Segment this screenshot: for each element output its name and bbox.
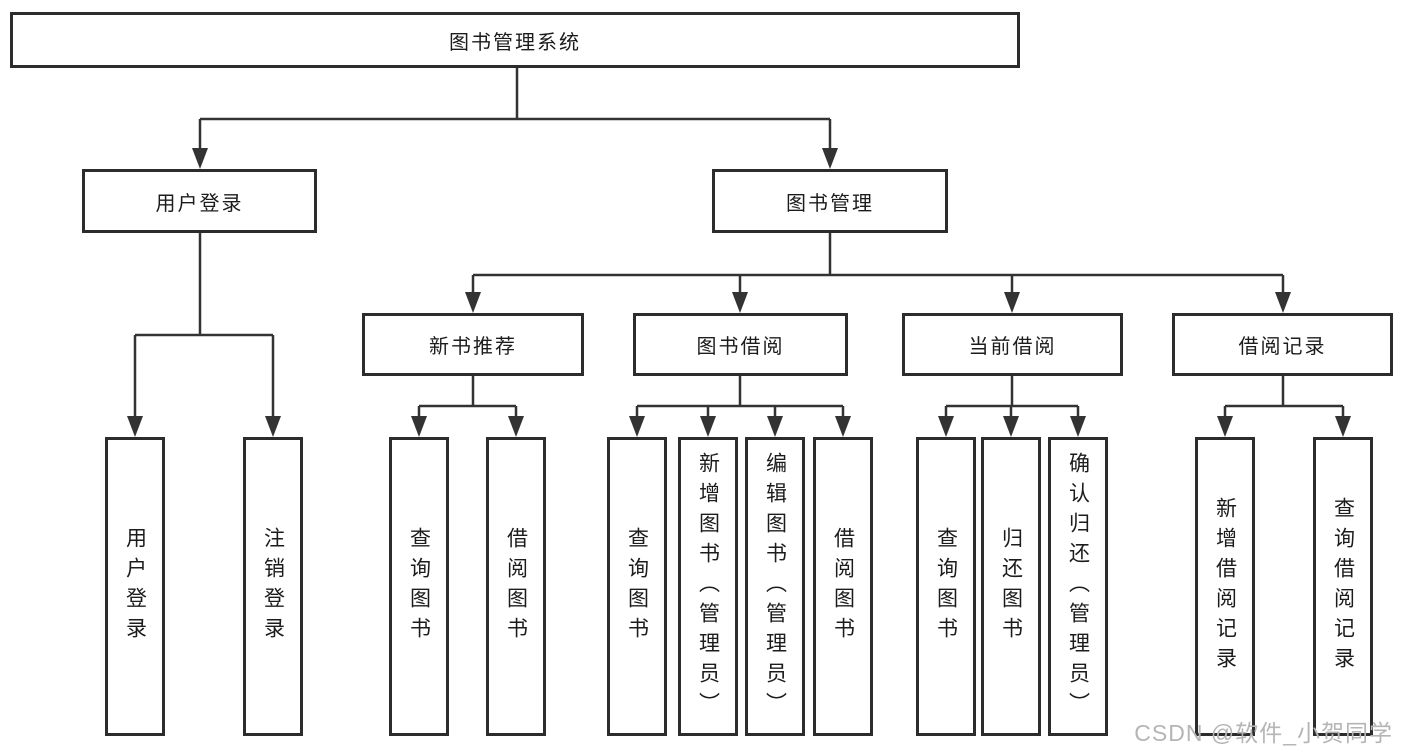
arrowhead <box>265 416 281 437</box>
node-label: 借阅图书 <box>831 526 855 647</box>
node-label: 归还图书 <box>999 526 1023 647</box>
arrowhead <box>1335 416 1351 437</box>
node-label: 借阅图书 <box>504 526 528 647</box>
node-label: 图书管理 <box>786 192 874 215</box>
connector-user-login <box>133 233 275 418</box>
arrowhead <box>629 416 645 437</box>
node-label: 查询借阅记录 <box>1331 496 1355 677</box>
node-label: 用户登录 <box>123 526 147 647</box>
arrowhead <box>1004 292 1020 313</box>
leaf-confirm-return-admin: 确认归还（管理员） <box>1048 437 1108 736</box>
arrowheads <box>127 148 1351 437</box>
connector-current <box>944 376 1080 418</box>
leaf-add-borrow-record: 新增借阅记录 <box>1195 437 1255 736</box>
node-book-management: 图书管理 <box>712 169 948 233</box>
arrowhead <box>192 148 208 169</box>
leaf-return-book: 归还图书 <box>981 437 1041 736</box>
node-label: 编辑图书（管理员） <box>763 451 787 722</box>
node-label: 图书借阅 <box>696 336 785 358</box>
connector-book-mgmt <box>471 233 1285 294</box>
arrowhead <box>822 148 838 169</box>
arrowhead <box>1003 416 1019 437</box>
arrowhead <box>508 416 524 437</box>
arrowhead <box>732 292 748 313</box>
arrowhead <box>767 416 783 437</box>
node-label: 图书管理系统 <box>449 31 581 54</box>
node-label: 查询图书 <box>934 526 958 647</box>
node-label: 查询图书 <box>625 526 649 647</box>
csdn-watermark: CSDN @软件_小贺同学 <box>1134 720 1393 746</box>
node-root-system: 图书管理系统 <box>10 12 1020 68</box>
node-label: 查询图书 <box>407 526 431 647</box>
connector-records <box>1223 376 1345 418</box>
arrowhead <box>700 416 716 437</box>
node-label: 借阅记录 <box>1238 336 1327 358</box>
node-label: 新增借阅记录 <box>1213 496 1237 677</box>
leaf-query-book-1: 查询图书 <box>389 437 449 736</box>
leaf-borrow-book-2: 借阅图书 <box>813 437 873 736</box>
node-label: 用户登录 <box>155 192 244 215</box>
node-label: 新书推荐 <box>429 336 517 358</box>
connector-new-book <box>417 376 518 418</box>
node-book-borrow: 图书借阅 <box>633 313 848 376</box>
arrowhead <box>465 292 481 313</box>
arrowhead <box>1217 416 1233 437</box>
arrowhead <box>1070 416 1086 437</box>
connector-root <box>198 68 832 150</box>
arrowhead <box>835 416 851 437</box>
node-new-book-recommend: 新书推荐 <box>362 313 584 376</box>
leaf-borrow-book-1: 借阅图书 <box>486 437 546 736</box>
leaf-edit-book-admin: 编辑图书（管理员） <box>745 437 805 736</box>
arrowhead <box>411 416 427 437</box>
node-label: 新增图书（管理员） <box>696 451 720 722</box>
leaf-user-login: 用户登录 <box>105 437 165 736</box>
leaf-add-book-admin: 新增图书（管理员） <box>678 437 738 736</box>
arrowhead <box>938 416 954 437</box>
arrowhead <box>127 416 143 437</box>
connector-borrow <box>635 376 845 418</box>
leaf-query-book-3: 查询图书 <box>916 437 976 736</box>
leaf-query-book-2: 查询图书 <box>607 437 667 736</box>
node-label: 当前借阅 <box>968 336 1057 358</box>
arrowhead <box>1275 292 1291 313</box>
node-current-borrow: 当前借阅 <box>902 313 1123 376</box>
node-label: 确认归还（管理员） <box>1066 451 1090 722</box>
leaf-logout: 注销登录 <box>243 437 303 736</box>
node-borrow-records: 借阅记录 <box>1172 313 1393 376</box>
leaf-query-borrow-record: 查询借阅记录 <box>1313 437 1373 736</box>
node-label: 注销登录 <box>261 526 285 647</box>
node-user-login: 用户登录 <box>82 169 317 233</box>
